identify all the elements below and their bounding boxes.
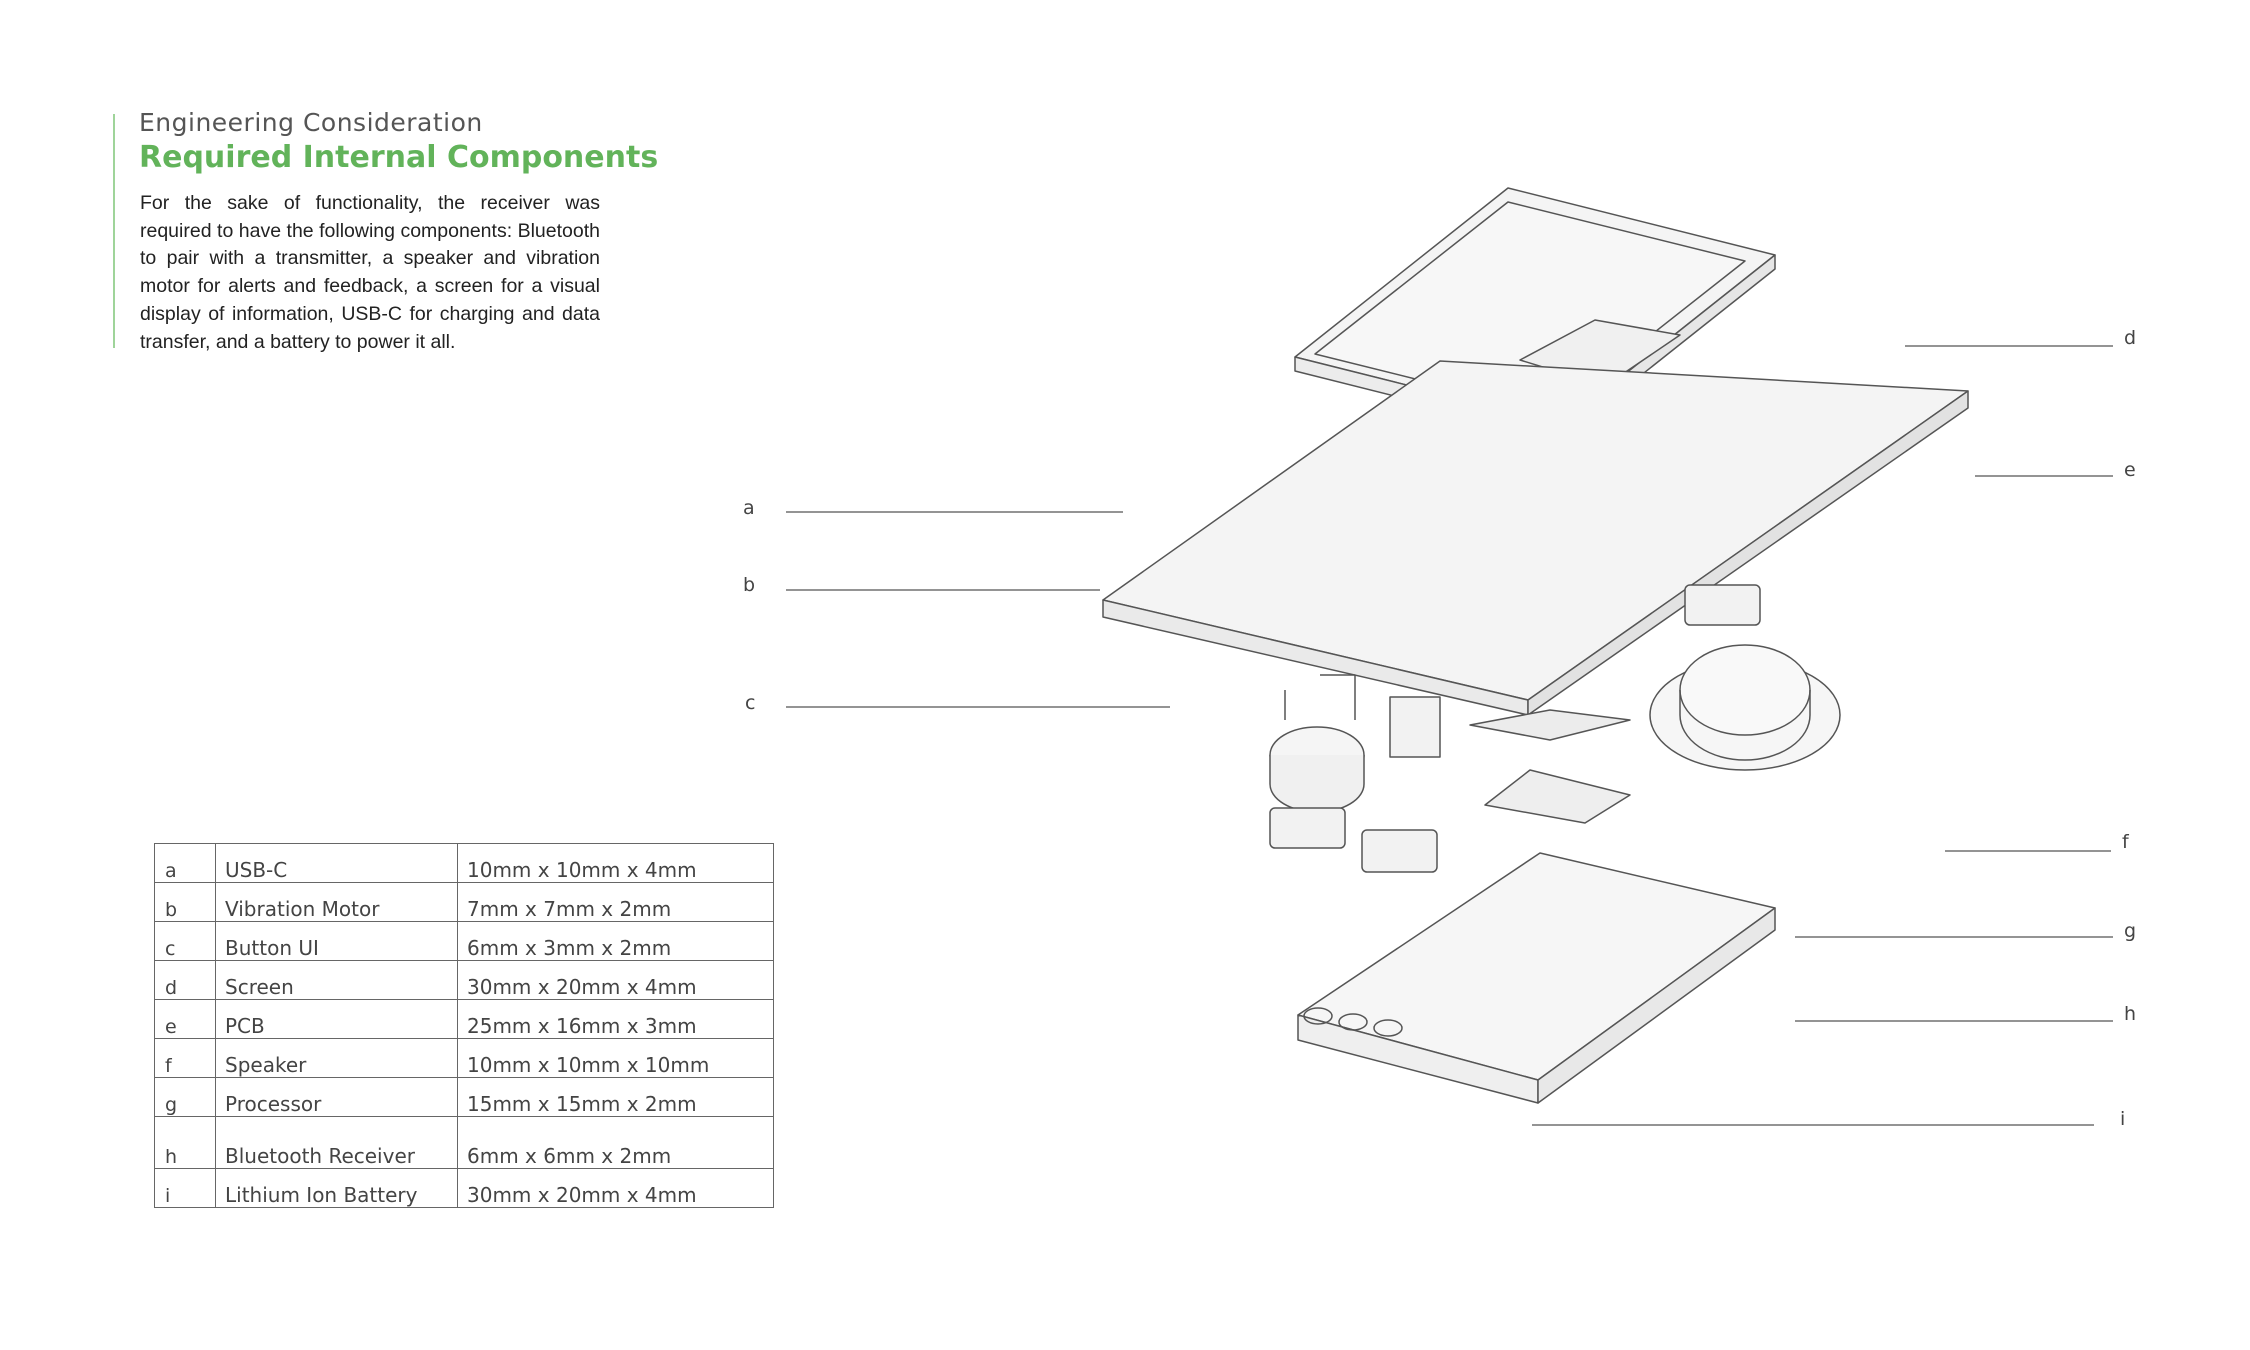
- callout-g: g: [2124, 920, 2136, 942]
- row-dims: 30mm x 20mm x 4mm: [457, 960, 774, 1000]
- row-key: e: [154, 999, 216, 1039]
- row-name: Lithium Ion Battery: [215, 1168, 458, 1208]
- vibration-motor-part: [1269, 674, 1365, 813]
- callout-e: e: [2124, 459, 2136, 481]
- row-name: Speaker: [215, 1038, 458, 1078]
- intro-paragraph: For the sake of functionality, the recei…: [140, 192, 600, 353]
- table-row: b Vibration Motor 7mm x 7mm x 2mm: [154, 882, 774, 922]
- row-key: b: [154, 882, 216, 922]
- table-row: i Lithium Ion Battery 30mm x 20mm x 4mm: [154, 1168, 774, 1208]
- row-name: Vibration Motor: [215, 882, 458, 922]
- row-key: f: [154, 1038, 216, 1078]
- row-dims: 25mm x 16mm x 3mm: [457, 999, 774, 1039]
- row-name: PCB: [215, 999, 458, 1039]
- row-dims: 6mm x 6mm x 2mm: [457, 1116, 774, 1169]
- callout-f: f: [2122, 831, 2130, 853]
- callout-b: b: [743, 574, 755, 596]
- page-title: Required Internal Components: [139, 140, 659, 175]
- table-row: g Processor 15mm x 15mm x 2mm: [154, 1077, 774, 1117]
- row-dims: 10mm x 10mm x 4mm: [457, 843, 774, 883]
- table-row: e PCB 25mm x 16mm x 3mm: [154, 999, 774, 1039]
- section-eyebrow: Engineering Consideration: [139, 108, 483, 137]
- battery-part: [1297, 852, 1776, 1104]
- table-row: d Screen 30mm x 20mm x 4mm: [154, 960, 774, 1000]
- callout-i: i: [2120, 1108, 2125, 1130]
- processor-part: [1469, 709, 1631, 824]
- row-dims: 6mm x 3mm x 2mm: [457, 921, 774, 961]
- row-name: Button UI: [215, 921, 458, 961]
- table-row: a USB-C 10mm x 10mm x 4mm: [154, 843, 774, 883]
- row-dims: 15mm x 15mm x 2mm: [457, 1077, 774, 1117]
- table-row: f Speaker 10mm x 10mm x 10mm: [154, 1038, 774, 1078]
- callout-a: a: [743, 497, 755, 519]
- table-row: h Bluetooth Receiver 6mm x 6mm x 2mm: [154, 1116, 774, 1169]
- row-dims: 30mm x 20mm x 4mm: [457, 1168, 774, 1208]
- row-key: h: [154, 1116, 216, 1169]
- row-key: i: [154, 1168, 216, 1208]
- row-key: d: [154, 960, 216, 1000]
- callout-c: c: [745, 692, 755, 714]
- table-row: c Button UI 6mm x 3mm x 2mm: [154, 921, 774, 961]
- callout-h: h: [2124, 1003, 2136, 1025]
- row-name: Processor: [215, 1077, 458, 1117]
- row-key: c: [154, 921, 216, 961]
- row-name: USB-C: [215, 843, 458, 883]
- row-key: g: [154, 1077, 216, 1117]
- usb-c-connectors: [1269, 584, 1761, 873]
- row-dims: 7mm x 7mm x 2mm: [457, 882, 774, 922]
- row-name: Bluetooth Receiver: [215, 1116, 458, 1169]
- components-table: a USB-C 10mm x 10mm x 4mm b Vibration Mo…: [154, 843, 774, 1208]
- callout-d: d: [2124, 327, 2136, 349]
- pcb-part: [1102, 360, 1969, 716]
- speaker-part: [1649, 644, 1841, 771]
- accent-bar: [113, 114, 115, 348]
- row-dims: 10mm x 10mm x 10mm: [457, 1038, 774, 1078]
- leader-lines: [786, 345, 2113, 1126]
- row-key: a: [154, 843, 216, 883]
- row-name: Screen: [215, 960, 458, 1000]
